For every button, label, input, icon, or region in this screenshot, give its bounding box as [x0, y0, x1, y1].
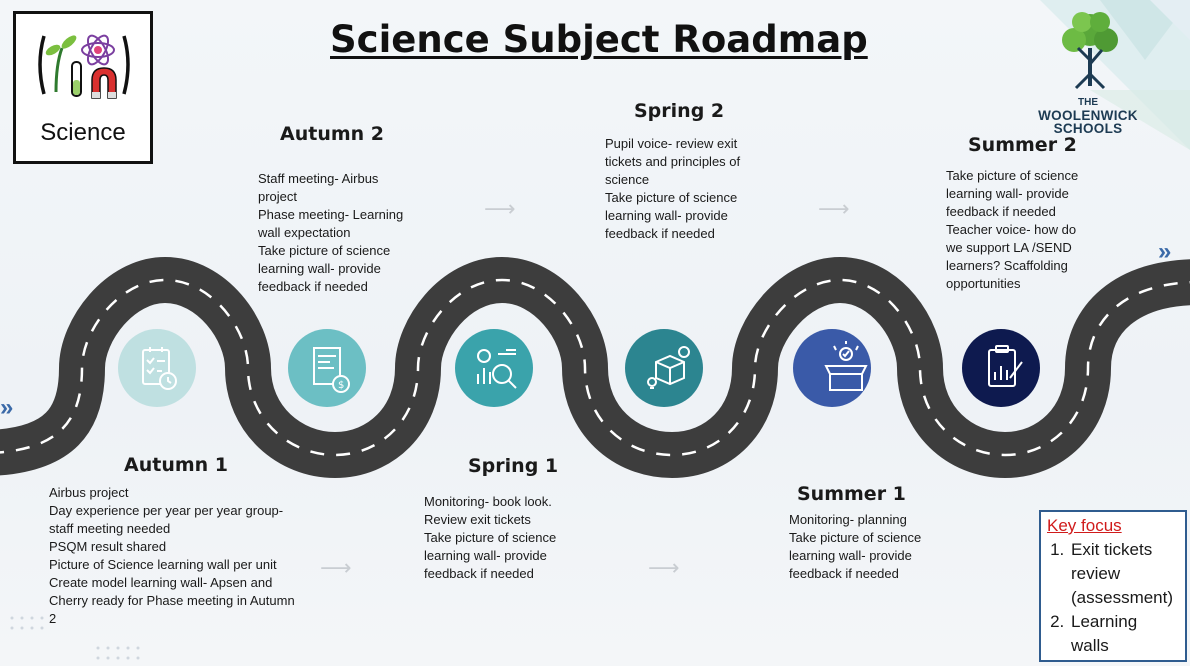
stage-notes-spring2: Pupil voice- review exit tickets and pri…	[605, 135, 765, 243]
note: Day experience per year per year group- …	[49, 503, 284, 536]
key-focus-box: Key focus Exit tickets review (assessmen…	[1039, 510, 1187, 662]
school-name-line2: SCHOOLS	[1053, 121, 1123, 136]
open-box-check-icon	[793, 329, 871, 407]
stage-title-summer2: Summer 2	[968, 134, 1077, 156]
analytics-magnifier-icon	[455, 329, 533, 407]
key-focus-item: Learning walls	[1069, 610, 1179, 658]
note: Staff meeting- Airbus project	[258, 171, 379, 204]
school-name: THE WOOLENWICK SCHOOLS	[1030, 96, 1146, 135]
note: Monitoring- planning	[789, 512, 907, 527]
arrow-right-icon: ⟶	[648, 555, 680, 580]
checklist-clock-icon	[118, 329, 196, 407]
school-name-the: THE	[1078, 97, 1098, 108]
note: Review exit tickets	[424, 512, 531, 527]
chevron-right-icon-right: »	[1158, 238, 1172, 265]
note: Take picture of science learning wall- p…	[946, 168, 1079, 219]
invoice-coin-icon: $	[288, 329, 366, 407]
note: Airbus project	[49, 485, 129, 500]
note: Teacher voice- how do we support LA /SEN…	[946, 222, 1077, 291]
stage-title-autumn1: Autumn 1	[124, 454, 228, 476]
key-focus-title: Key focus	[1047, 516, 1122, 535]
arrow-right-icon: ⟶	[484, 196, 516, 221]
note: PSQM result shared	[49, 539, 167, 554]
dot-pattern	[10, 616, 140, 660]
stage-title-spring2: Spring 2	[634, 100, 725, 122]
note: Take picture of science learning wall- p…	[258, 243, 391, 294]
science-logo-label: Science	[40, 119, 126, 146]
clipboard-chart-icon	[962, 329, 1040, 407]
stage-notes-autumn2: Staff meeting- Airbus project Phase meet…	[258, 170, 418, 296]
key-focus-list: Exit tickets review (assessment) Learnin…	[1047, 538, 1179, 658]
arrow-right-icon: ⟶	[818, 196, 850, 221]
box-gear-bulb-icon	[625, 329, 703, 407]
science-logo: Science	[13, 11, 153, 164]
stage-notes-summer1: Monitoring- planning Take picture of sci…	[789, 511, 949, 583]
stage-notes-autumn1: Airbus project Day experience per year p…	[49, 484, 299, 628]
note: Take picture of science learning wall- p…	[789, 530, 922, 581]
note: Take picture of science learning wall- p…	[424, 530, 557, 581]
stage-notes-spring1: Monitoring- book look. Review exit ticke…	[424, 493, 582, 583]
science-emblem-icon	[38, 34, 130, 99]
note: Picture of Science learning wall per uni…	[49, 557, 277, 572]
stage-title-autumn2: Autumn 2	[280, 123, 384, 145]
key-focus-item: Exit tickets review (assessment)	[1069, 538, 1179, 610]
note: Create model learning wall- Apsen and Ch…	[49, 575, 295, 626]
page-title: Science Subject Roadmap	[330, 18, 868, 61]
note: Phase meeting- Learning wall expectation	[258, 207, 404, 240]
note: Pupil voice- review exit tickets and pri…	[605, 136, 741, 187]
arrow-right-icon: ⟶	[320, 555, 352, 580]
stage-title-summer1: Summer 1	[797, 483, 906, 505]
tree-logo-icon	[1062, 12, 1118, 90]
chevron-right-icon-left: »	[0, 394, 14, 421]
stage-notes-summer2: Take picture of science learning wall- p…	[946, 167, 1096, 293]
stage-title-spring1: Spring 1	[468, 455, 559, 477]
school-name-line1: WOOLENWICK	[1038, 108, 1138, 123]
note: Monitoring- book look.	[424, 494, 552, 509]
note: Take picture of science learning wall- p…	[605, 190, 738, 241]
svg-text:$: $	[338, 380, 344, 391]
